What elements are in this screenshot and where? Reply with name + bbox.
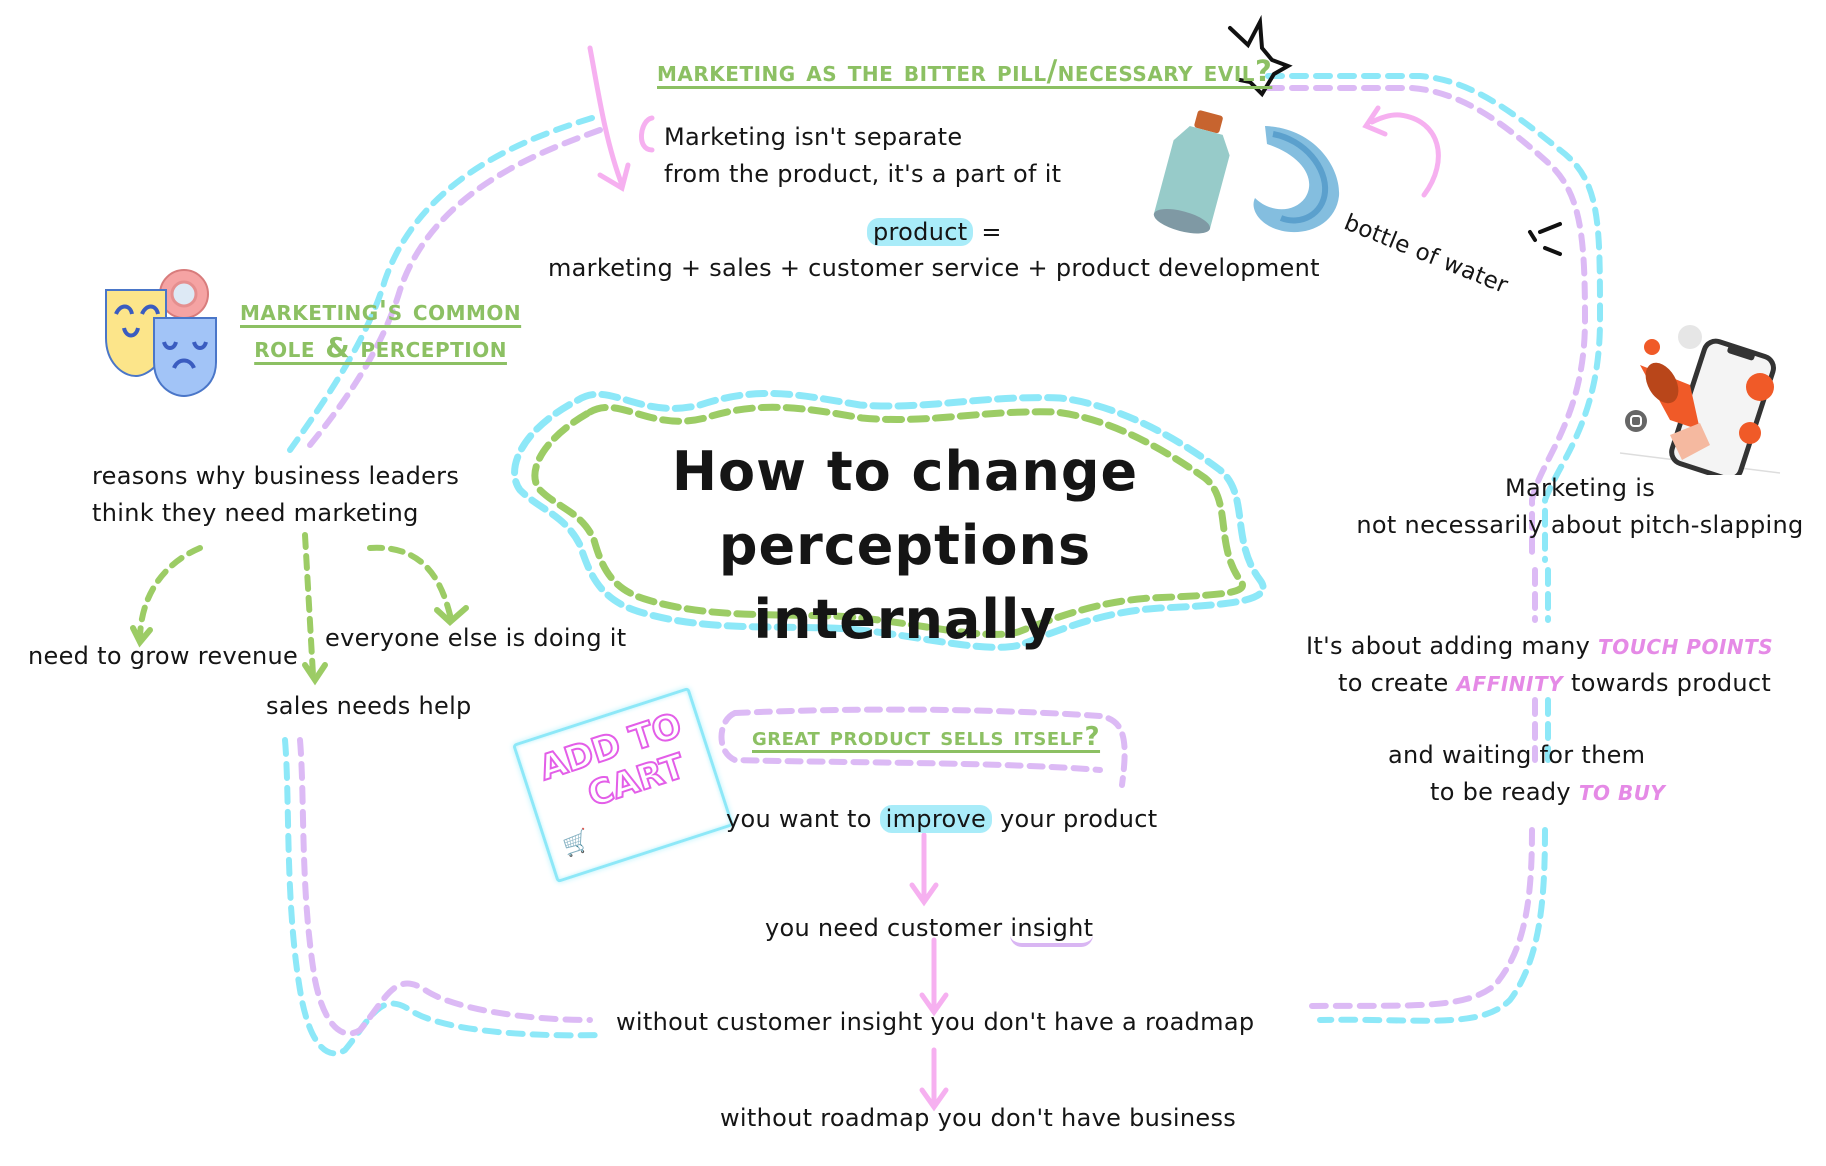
reasons-line-1: reasons why business leaders xyxy=(92,462,460,490)
affinity-line: to create AFFINITY towards product xyxy=(1338,665,1771,703)
waiting-line-2: to be ready TO BUY xyxy=(1430,774,1665,812)
equals-sign: = xyxy=(973,218,1002,246)
touch-points-highlight: TOUCH POINTS xyxy=(1598,635,1774,659)
step-2-prefix: you need customer xyxy=(765,914,1011,942)
step-no-business: without roadmap you don't have business xyxy=(720,1104,1237,1132)
main-title: How to change perceptions internally xyxy=(600,435,1210,657)
waiting-line-1: and waiting for them xyxy=(1388,741,1646,769)
step-customer-insight: you need customer insight xyxy=(765,910,1094,947)
reasons-line-2: think they need marketing xyxy=(92,499,419,527)
pitch-line-1: Marketing is xyxy=(1504,474,1655,502)
theater-masks-icon xyxy=(105,269,217,398)
touch-points-line: It's about adding many TOUCH POINTS xyxy=(1306,628,1773,666)
great-product-heading: Great product sells itself? xyxy=(752,722,1101,752)
step-improve-product: you want to improve your product xyxy=(726,801,1157,838)
affinity-highlight: AFFINITY xyxy=(1456,672,1564,696)
touch-points-prefix: It's about adding many xyxy=(1306,632,1599,660)
bitter-pill-line-1: Marketing isn't separate xyxy=(664,123,963,151)
to-buy-highlight: TO BUY xyxy=(1578,781,1666,805)
water-bottle-icon xyxy=(1153,110,1230,234)
megaphone-phone-icon xyxy=(1619,325,1781,475)
product-formula: marketing + sales + customer service + p… xyxy=(548,254,1320,282)
bitter-pill-heading: Marketing as the bitter pill/necessary e… xyxy=(657,54,1273,88)
shopping-cart-icon: 🛒 xyxy=(559,827,594,860)
main-title-line-1: How to change xyxy=(671,440,1139,503)
common-role-heading-line-1: Marketing's common xyxy=(240,294,522,327)
product-highlight: product xyxy=(867,218,974,246)
step-no-roadmap: without customer insight you don't have … xyxy=(616,1008,1255,1036)
common-role-heading-line-2: role & perception xyxy=(254,331,507,364)
affinity-suffix: towards product xyxy=(1563,669,1772,697)
pitch-line-2: not necessarily about pitch-slapping xyxy=(1356,511,1804,539)
water-splash-icon xyxy=(1253,126,1340,233)
common-role-heading: Marketing's common role & perception xyxy=(240,292,521,366)
waiting-prefix: to be ready xyxy=(1430,778,1579,806)
product-equation-label: product = xyxy=(867,214,1002,251)
step-1-suffix: your product xyxy=(992,805,1158,833)
reason-everyone-else: everyone else is doing it xyxy=(325,624,627,652)
reason-sales-needs-help: sales needs help xyxy=(266,692,472,720)
reason-grow-revenue: need to grow revenue xyxy=(28,642,299,670)
insight-highlight: insight xyxy=(1010,914,1094,947)
main-title-line-2: perceptions internally xyxy=(718,514,1092,651)
step-1-prefix: you want to xyxy=(726,805,880,833)
bitter-pill-line-2: from the product, it's a part of it xyxy=(664,160,1062,188)
improve-highlight: improve xyxy=(879,805,993,833)
affinity-prefix: to create xyxy=(1338,669,1457,697)
